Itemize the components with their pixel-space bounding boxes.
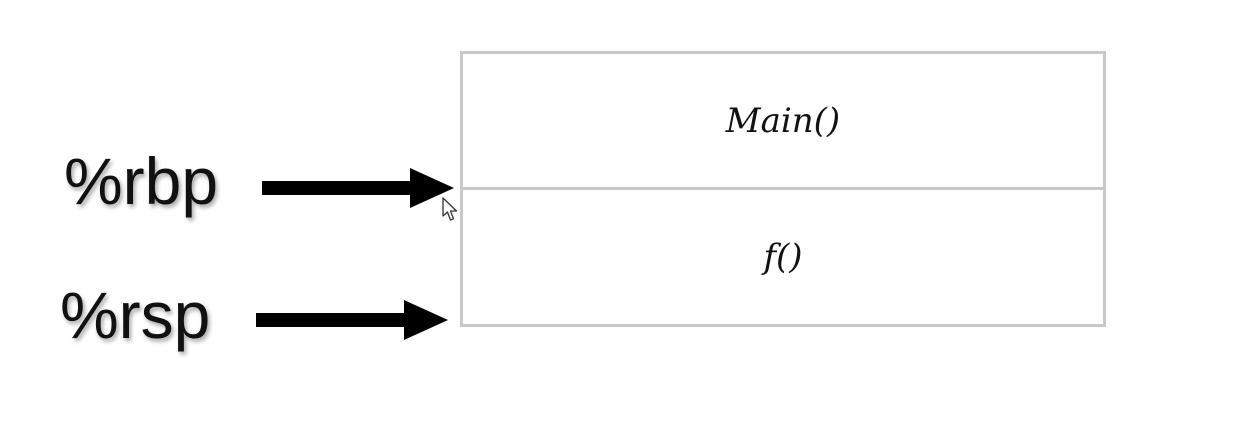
stack-frame-main-label: Main() <box>725 100 841 141</box>
frame-divider <box>463 187 1103 190</box>
mouse-pointer-icon <box>442 197 458 221</box>
stack-frame-f: f() <box>463 190 1103 324</box>
register-label-rbp: %rbp <box>64 144 219 218</box>
arrow-rsp <box>256 300 448 340</box>
stack-frame-f-label: f() <box>763 237 803 277</box>
register-label-rsp: %rsp <box>60 278 211 352</box>
stack-box: Main() f() <box>460 51 1106 327</box>
stack-frame-main: Main() <box>463 54 1103 187</box>
arrow-rbp <box>262 168 454 208</box>
